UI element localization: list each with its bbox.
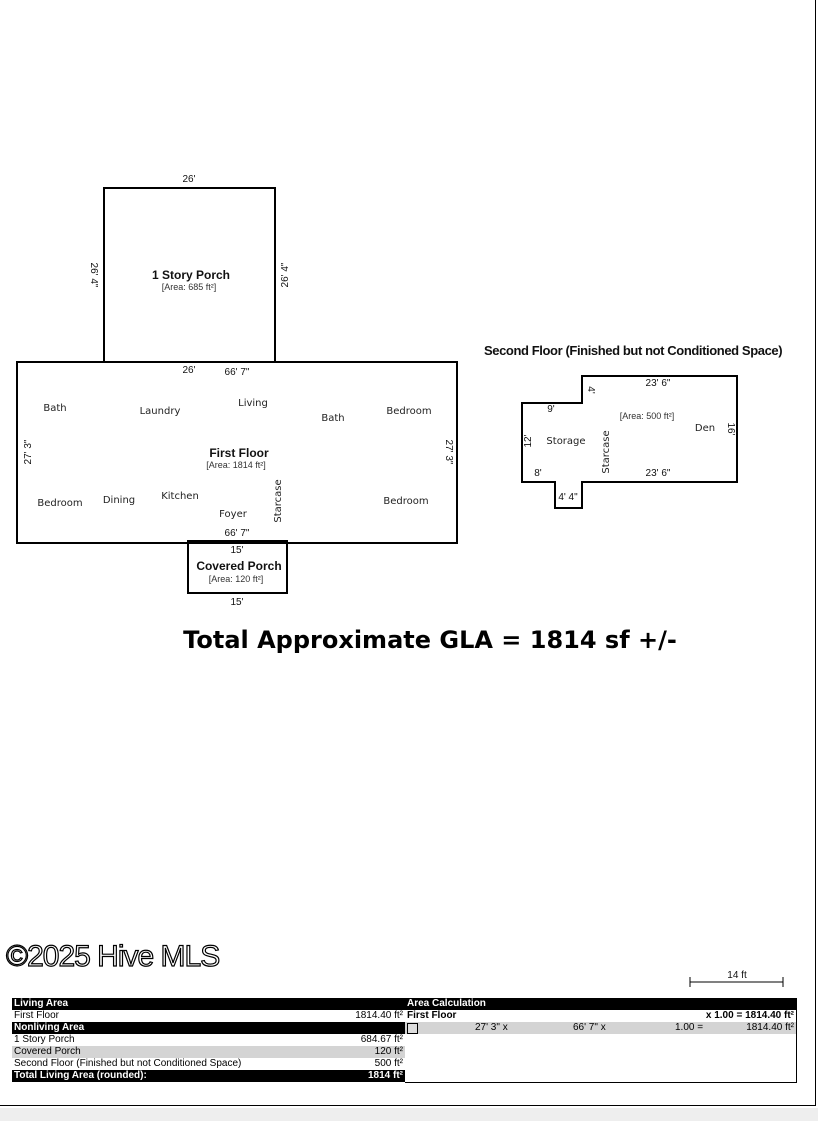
dim-label: 8' xyxy=(534,468,542,479)
porch-top-dim: 26' xyxy=(182,174,195,185)
watermark: ©2025 Hive MLS xyxy=(5,939,220,973)
room-label: Storage xyxy=(546,436,585,447)
first-floor-title: First Floor xyxy=(209,446,269,460)
total-label: Total Living Area (rounded): xyxy=(14,1070,147,1081)
room-label: Foyer xyxy=(219,509,248,520)
section-name: First Floor xyxy=(407,1010,457,1021)
covered-porch-title: Covered Porch xyxy=(196,559,281,573)
room-label: Starcase xyxy=(273,479,284,522)
room-label: Starcase xyxy=(601,430,612,473)
dim-label: 4' 4" xyxy=(558,492,578,503)
porch-bottom-dim: 26' xyxy=(182,365,195,376)
room-label: Laundry xyxy=(140,406,181,417)
room-label: Bath xyxy=(321,413,344,424)
table-row: First Floor 1814.40 ft² xyxy=(12,1010,405,1022)
factor: 1.00 = xyxy=(675,1022,704,1033)
total-gla-heading: Total Approximate GLA = 1814 sf +/- xyxy=(183,626,677,654)
row-value: 684.67 ft² xyxy=(360,1034,403,1045)
row-name: Second Floor (Finished but not Condition… xyxy=(14,1058,242,1069)
row-area: 1814.40 ft² xyxy=(746,1022,794,1033)
room-label: Bedroom xyxy=(37,498,82,509)
table-row: 27' 3" x 66' 7" x 1.00 = 1814.40 ft² xyxy=(405,1022,796,1034)
living-area-header: Living Area xyxy=(12,998,405,1010)
room-label: Den xyxy=(695,423,715,434)
table-row: Covered Porch 120 ft² xyxy=(12,1046,405,1058)
covered-porch-outline xyxy=(187,540,288,594)
covered-porch-bottom-dim: 15' xyxy=(230,597,243,608)
first-floor-right-dim: 27' 3" xyxy=(443,440,454,465)
porch-left-dim: 26' 4" xyxy=(88,263,99,288)
covered-porch-area: [Area: 120 ft²] xyxy=(209,574,264,584)
first-floor-left-dim: 27' 3" xyxy=(23,439,34,464)
second-floor-outline xyxy=(521,375,738,509)
dim-label: 16' xyxy=(725,422,736,435)
first-floor-top-dim: 66' 7" xyxy=(225,367,250,378)
room-label: Dining xyxy=(103,495,135,506)
row-value: 1814.40 ft² xyxy=(355,1010,403,1021)
page-border-bottom xyxy=(0,1105,816,1106)
total-value: 1814 ft² xyxy=(367,1070,403,1081)
area-calculation-header: Area Calculation xyxy=(405,998,796,1010)
porch-right-dim: 26' 4" xyxy=(280,262,291,287)
total-row: Total Living Area (rounded): 1814 ft² xyxy=(12,1070,405,1082)
checkbox[interactable] xyxy=(407,1023,418,1034)
dim-b: 66' 7" x xyxy=(573,1022,606,1033)
second-floor-title: Second Floor (Finished but not Condition… xyxy=(484,343,783,358)
porch-title: 1 Story Porch xyxy=(152,268,230,282)
row-name: 1 Story Porch xyxy=(14,1034,75,1045)
area-calculation-table: Area Calculation First Floor x 1.00 = 181… xyxy=(405,998,797,1083)
section-total: x 1.00 = 1814.40 ft² xyxy=(705,1010,794,1021)
nonliving-area-header: Nonliving Area xyxy=(12,1022,405,1034)
room-label: Kitchen xyxy=(161,491,199,502)
page-border-right xyxy=(815,0,816,1106)
row-name: Covered Porch xyxy=(14,1046,81,1057)
porch-area: [Area: 685 ft²] xyxy=(162,282,217,292)
living-area-table: Living Area First Floor 1814.40 ft² Nonli… xyxy=(12,998,405,1082)
second-floor-bottom-dim: 23' 6" xyxy=(646,468,671,479)
second-floor-area: [Area: 500 ft²] xyxy=(620,411,675,421)
row-value: 500 ft² xyxy=(374,1058,403,1069)
table-row: 1 Story Porch 684.67 ft² xyxy=(12,1034,405,1046)
room-label: Bedroom xyxy=(386,406,431,417)
dim-label: 9' xyxy=(547,404,555,415)
dim-label: 12' xyxy=(523,434,534,447)
row-value: 120 ft² xyxy=(374,1046,403,1057)
room-label: Bedroom xyxy=(383,496,428,507)
scale-bar xyxy=(689,977,784,987)
first-floor-area: [Area: 1814 ft²] xyxy=(206,460,266,470)
second-floor-top-dim: 23' 6" xyxy=(646,378,671,389)
first-floor-bottom-dim: 66' 7" xyxy=(225,528,250,539)
first-floor-outline xyxy=(16,361,458,544)
row-name: First Floor xyxy=(14,1010,59,1021)
table-row: Second Floor (Finished but not Condition… xyxy=(12,1058,405,1070)
page-footer-band xyxy=(0,1108,818,1121)
dim-a: 27' 3" x xyxy=(475,1022,508,1033)
room-label: Bath xyxy=(43,403,66,414)
dim-label: 4' xyxy=(585,386,596,394)
table-row: First Floor x 1.00 = 1814.40 ft² xyxy=(405,1010,796,1022)
covered-porch-top-dim: 15' xyxy=(230,545,243,556)
scale-label: 14 ft xyxy=(727,970,747,981)
room-label: Living xyxy=(238,398,268,409)
